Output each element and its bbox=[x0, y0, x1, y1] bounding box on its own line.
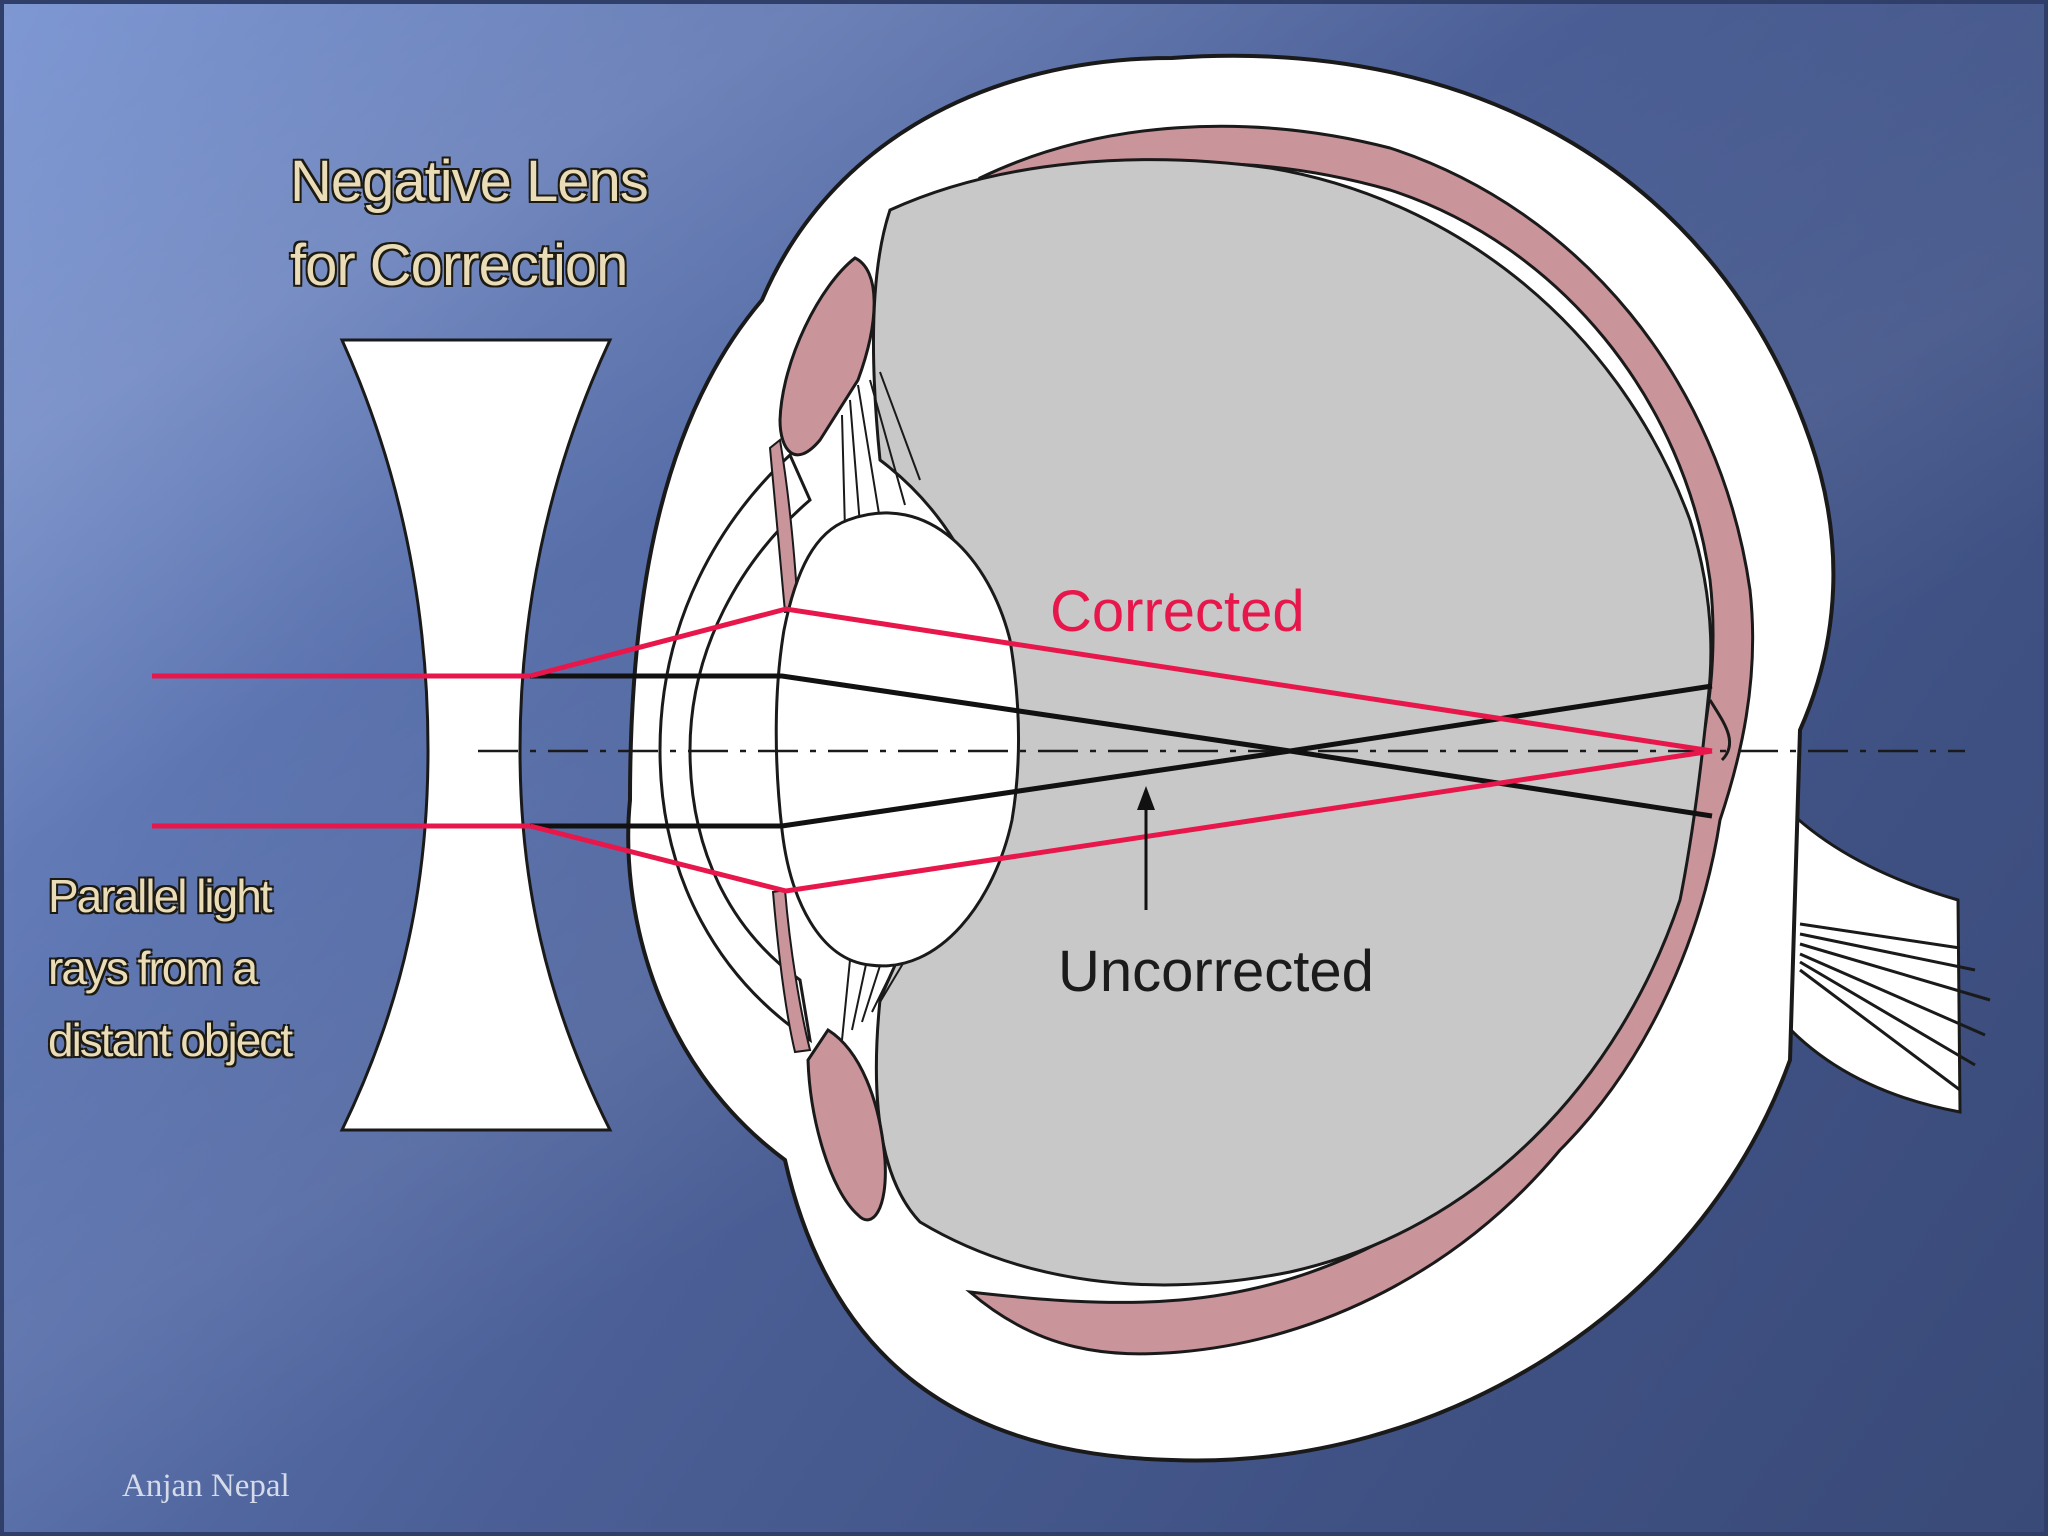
ray-corrected-bottom bbox=[529, 748, 1713, 894]
ray-corrected-top bbox=[529, 606, 1713, 754]
optic-nerve-fibers bbox=[1799, 922, 1991, 1092]
crystalline-lens bbox=[774, 511, 1021, 968]
parallel-rays-label: Parallel light rays from a distant objec… bbox=[48, 870, 293, 1066]
zonular-fibers-top bbox=[841, 371, 921, 531]
uncorrected-arrow-head bbox=[1137, 786, 1155, 810]
author-credit: Anjan Nepal bbox=[122, 1468, 290, 1504]
negative-lens bbox=[339, 338, 613, 1132]
zonular-fibers-bottom bbox=[841, 934, 921, 1041]
uncorrected-label: Uncorrected bbox=[1058, 939, 1374, 1004]
iris-strip-bottom bbox=[771, 888, 812, 1054]
choroid bbox=[965, 124, 1755, 1356]
corrected-label: Corrected bbox=[1050, 579, 1305, 644]
cornea bbox=[658, 452, 813, 1044]
negative-lens-label: Negative Lens for Correction bbox=[290, 149, 649, 298]
iris-top bbox=[778, 256, 876, 457]
iris-bottom bbox=[806, 1027, 887, 1222]
fovea-notch bbox=[1708, 699, 1732, 762]
